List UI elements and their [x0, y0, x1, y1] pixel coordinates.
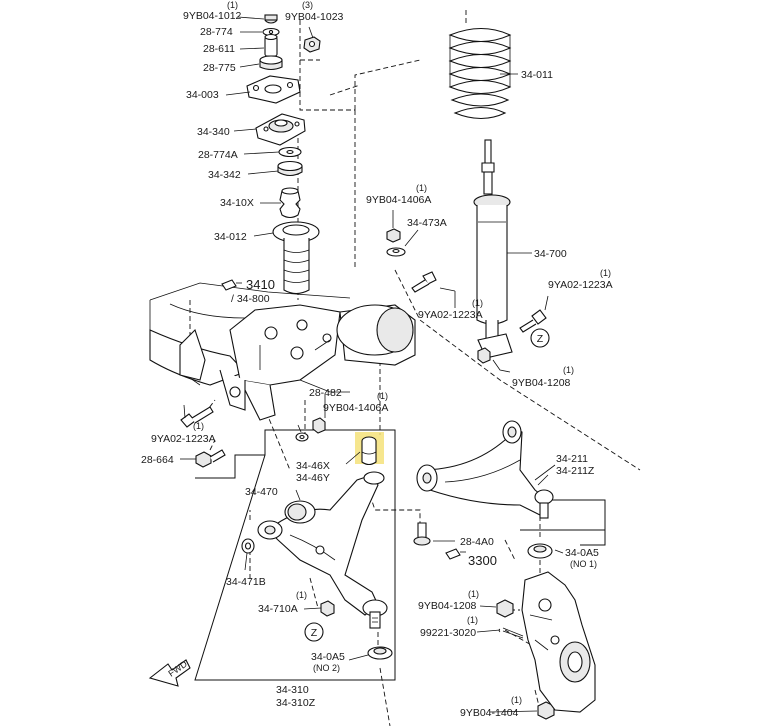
coil-spring [448, 27, 512, 120]
label-qty: (1) [600, 268, 611, 278]
steering-knuckle [521, 571, 596, 713]
label-qty: (1) [227, 0, 238, 10]
part-label-34-46Y: 34-46Y [296, 472, 330, 484]
part-label-9YA02-1223A-left: 9YA02-1223A [151, 433, 216, 445]
assembly-frame-lower-arm [194, 429, 606, 681]
label-no1: (NO 1) [570, 559, 597, 569]
part-label-9YB04-1406A-top: 9YB04-1406A [366, 194, 431, 206]
part-label-34-003: 34-003 [186, 89, 219, 101]
part-label-28-775: 28-775 [203, 62, 236, 74]
part-label-34-10X: 34-10X [220, 197, 254, 209]
part-label-28-774: 28-774 [200, 26, 233, 38]
part-label-34-340: 34-340 [197, 126, 230, 138]
label-qty: (1) [377, 391, 388, 401]
label-qty: (1) [296, 590, 307, 600]
part-label-34-012: 34-012 [214, 231, 247, 243]
ref-arrow-3410 [221, 279, 242, 291]
part-label-34-011: 34-011 [521, 69, 553, 81]
subframe [149, 282, 416, 421]
label-no2: (NO 2) [313, 663, 340, 673]
top-mount-stack [246, 14, 321, 295]
part-label-28-664: 28-664 [141, 454, 174, 466]
part-label-34-700: 34-700 [534, 248, 567, 260]
part-label-9YA02-1223A-right: 9YA02-1223A [548, 279, 613, 291]
dashed-reference-lines [189, 10, 641, 726]
ref-arrow-3300 [445, 548, 466, 560]
part-label-34-211: 34-211 [556, 453, 588, 465]
z-right-label: Z [537, 333, 544, 345]
shock-absorber [473, 139, 513, 359]
part-label-28-4A0: 28-4A0 [460, 536, 494, 548]
fasteners [180, 228, 555, 720]
z-left-label: Z [311, 627, 318, 639]
part-label-9YB04-1406A-low: 9YB04-1406A [323, 402, 388, 414]
label-qty: (1) [468, 589, 479, 599]
part-label-9YA02-1223A-mid: 9YA02-1223A [418, 309, 483, 321]
part-label-9YB04-1208-bottom: 9YB04-1208 [418, 600, 477, 612]
part-label-28-482: 28-482 [309, 387, 342, 399]
lower-control-arm [241, 432, 393, 660]
part-label-34-710A: 34-710A [258, 603, 298, 615]
label-qty: (1) [416, 183, 427, 193]
part-label-34-310: 34-310 [276, 684, 309, 696]
ref-label-3300: 3300 [468, 553, 497, 568]
part-label-34-46X: 34-46X [296, 460, 330, 472]
label-qty: (1) [472, 298, 483, 308]
ref-label-3410: 3410 [246, 277, 275, 292]
label-qty: (3) [302, 0, 313, 10]
part-label-34-473A: 34-473A [407, 217, 447, 229]
label-qty: (1) [193, 421, 204, 431]
part-label-9YB04-1023: 9YB04-1023 [285, 11, 344, 23]
part-label-28-611: 28-611 [203, 43, 235, 55]
part-label-34-471B: 34-471B [226, 576, 266, 588]
part-label-9YB04-1012: 9YB04-1012 [183, 10, 242, 22]
z-reference-left: Z [304, 622, 324, 642]
upper-control-arm [416, 420, 554, 559]
z-reference-right: Z [530, 328, 550, 348]
part-label-9YB04-1208-right: 9YB04-1208 [512, 377, 571, 389]
part-label-34-0A5-no2: 34-0A5 [311, 651, 345, 663]
part-label-34-0A5-no1: 34-0A5 [565, 547, 599, 559]
part-label-34-211Z: 34-211Z [556, 465, 595, 477]
part-label-9YB04-1404: 9YB04-1404 [460, 707, 519, 719]
part-label-99221-3020: 99221-3020 [420, 627, 476, 639]
part-label-34-310Z: 34-310Z [276, 697, 316, 709]
fwd-arrow-icon: FWD [148, 658, 191, 687]
leader-lines [180, 16, 564, 713]
part-labels: (1) 9YB04-1012 (3) 9YB04-1023 28-774 28-… [141, 0, 613, 719]
part-label-34-470: 34-470 [245, 486, 278, 498]
part-label-34-342: 34-342 [208, 169, 241, 181]
part-label-28-774A: 28-774A [198, 149, 238, 161]
label-qty: (1) [467, 615, 478, 625]
label-qty: (1) [563, 365, 574, 375]
label-qty: (1) [511, 695, 522, 705]
part-label-34-800: / 34-800 [231, 293, 270, 305]
